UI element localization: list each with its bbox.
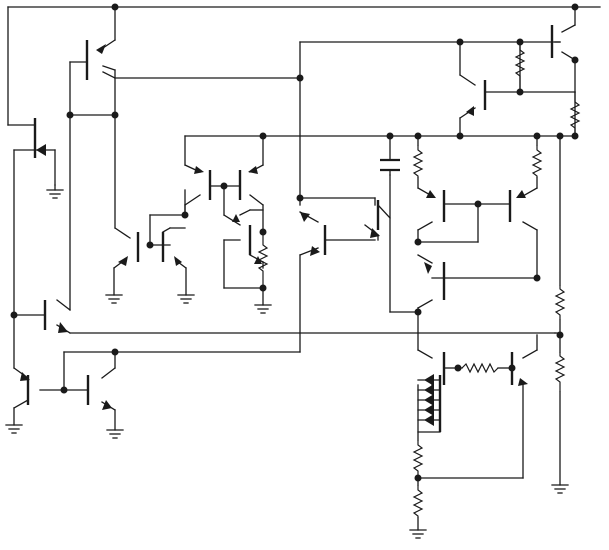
ground-1 bbox=[46, 184, 64, 199]
ground-2 bbox=[105, 294, 123, 304]
resistor-r3 bbox=[412, 145, 424, 178]
resistor-r4 bbox=[531, 145, 543, 178]
ground-symbols bbox=[5, 184, 569, 539]
resistors bbox=[257, 42, 581, 518]
emitter-diode-stack bbox=[417, 374, 442, 433]
resistor-r7 bbox=[554, 352, 566, 392]
resistor-r5 bbox=[257, 232, 269, 288]
ground-5 bbox=[5, 424, 23, 434]
ground-6 bbox=[106, 429, 124, 439]
ground-4 bbox=[254, 304, 272, 314]
resistor-r8 bbox=[461, 362, 499, 374]
resistor-r9 bbox=[412, 440, 424, 478]
resistor-r2 bbox=[569, 92, 581, 136]
ground-3 bbox=[177, 294, 195, 304]
resistor-r10 bbox=[412, 485, 424, 518]
emitter-arrows bbox=[20, 44, 528, 410]
transistor-bases bbox=[26, 25, 554, 405]
resistor-r1 bbox=[514, 42, 526, 92]
wiring bbox=[7, 6, 576, 531]
ground-8 bbox=[409, 529, 427, 539]
resistor-r6 bbox=[554, 285, 566, 320]
junction-dots bbox=[10, 3, 579, 482]
ground-7 bbox=[551, 484, 569, 494]
capacitor bbox=[380, 158, 400, 176]
